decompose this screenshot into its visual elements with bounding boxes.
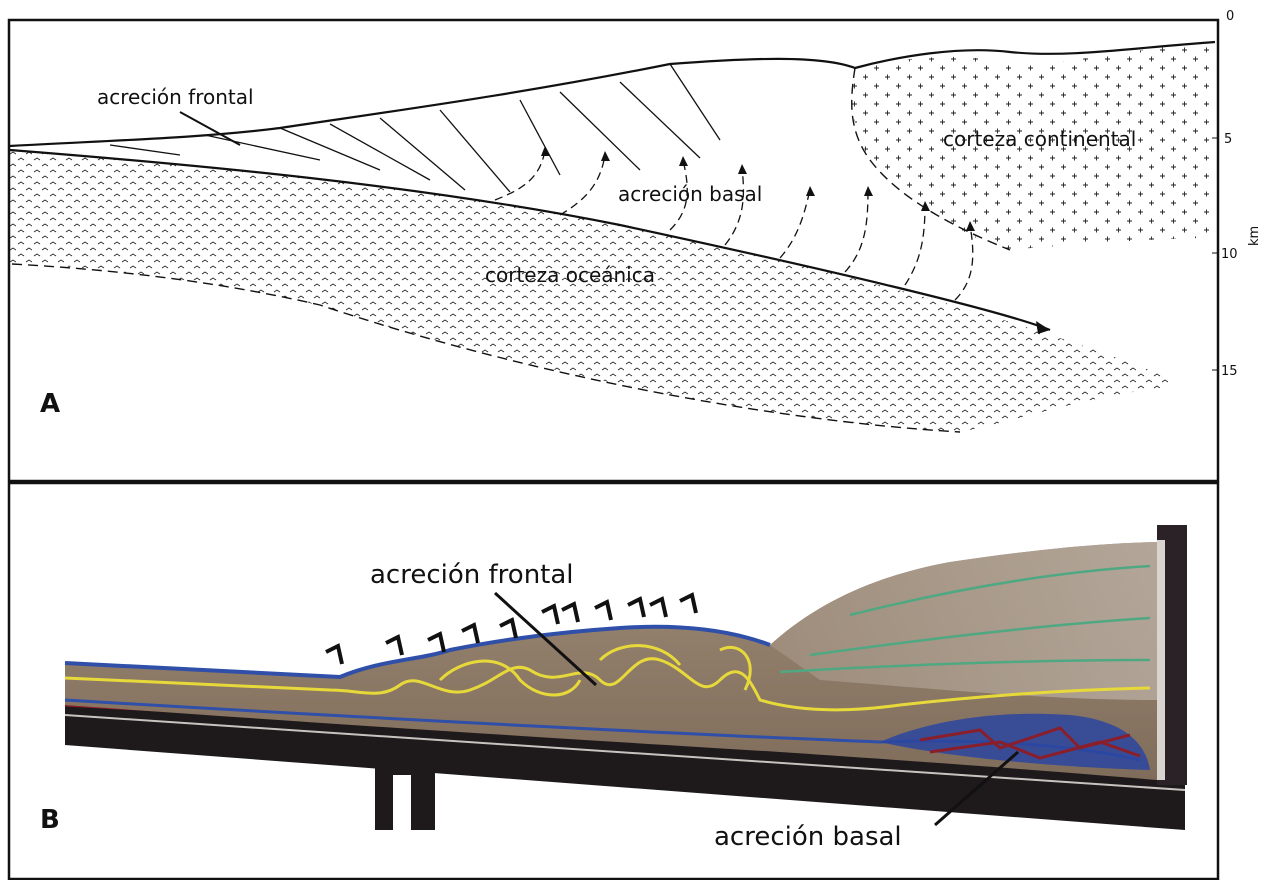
panel-a-letter: A [40,389,60,419]
label-a-continental: corteza continental [943,127,1136,151]
label-a-basal: acreción basal [618,182,762,206]
backstop-face [1157,540,1165,780]
depth-tick-10: 10 [1221,247,1238,262]
support-gap [393,775,411,830]
panel-a: acreción frontal acreción basal corteza … [9,9,1262,481]
depth-tick-5: 5 [1224,132,1232,147]
depth-tick-0: 0 [1226,9,1234,24]
label-b-basal: acreción basal [714,822,902,852]
depth-unit: km [1247,226,1262,246]
label-a-frontal: acreción frontal [97,85,254,109]
panel-b: acreción frontal acreción basal B [9,483,1218,879]
depth-axis: 0 5 10 15 km [1212,9,1262,380]
label-a-oceanic: corteza oceánica [485,263,655,287]
panel-b-letter: B [40,805,60,835]
depth-tick-15: 15 [1221,364,1238,379]
label-b-frontal: acreción frontal [370,560,574,590]
